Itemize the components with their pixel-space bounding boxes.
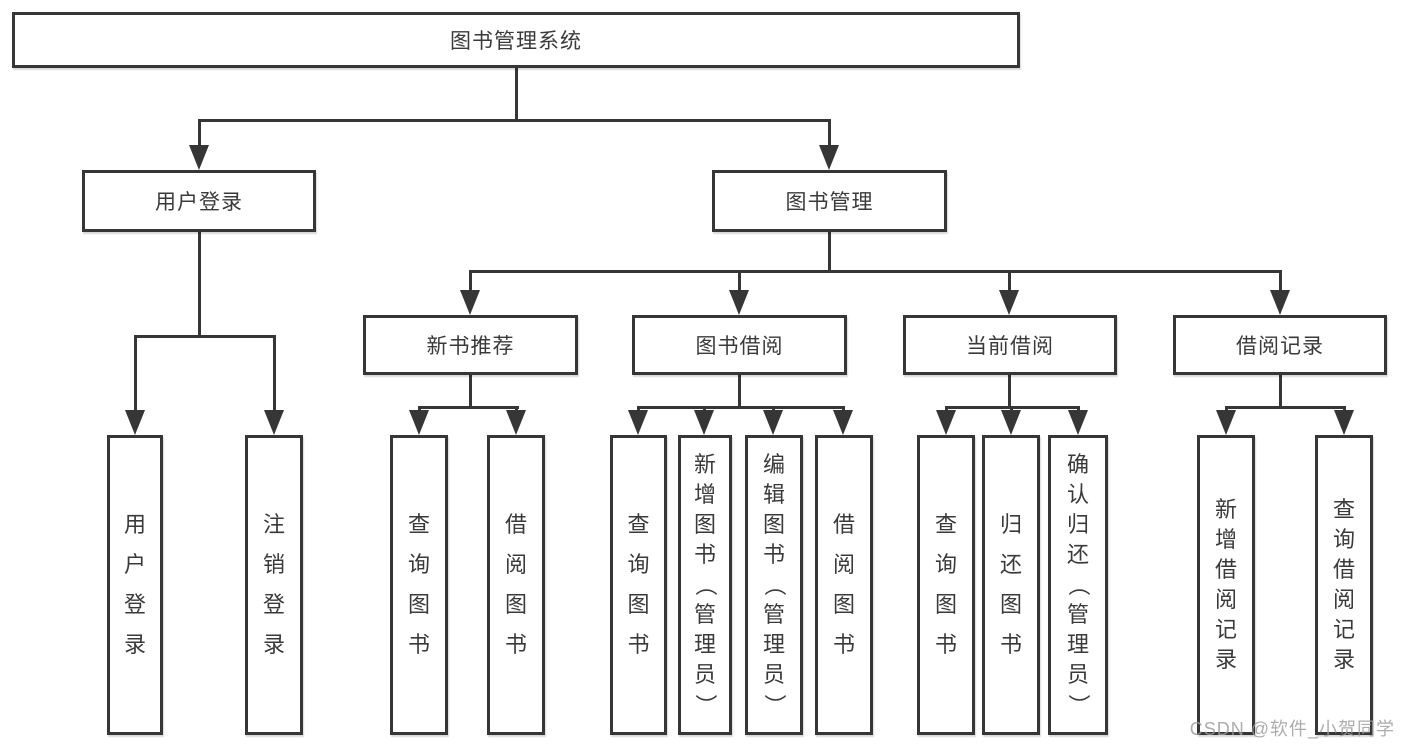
connector-drop-leaf-logout [273, 335, 276, 412]
leaf-borrow-books-recommend: 借阅图书 [487, 435, 545, 735]
connector-book-management-stem [828, 232, 831, 273]
arrow-book-borrowing [729, 290, 749, 315]
connector-book-borrowing-stem [738, 375, 741, 409]
node-new-book-recommendation: 新书推荐 [363, 315, 578, 375]
arrow-book-management [819, 145, 839, 170]
node-library-management-system: 图书管理系统 [12, 12, 1020, 68]
leaf-user-login: 用户登录 [107, 435, 163, 735]
arrow-current-borrowing [999, 290, 1019, 315]
connector-drop-leaf-login [134, 335, 137, 412]
arrow-leaf-logout [264, 410, 284, 435]
leaf-add-borrow-record: 新增借阅记录 [1197, 435, 1255, 735]
arrow-query-books-current [936, 410, 956, 435]
arrow-confirm-return-admin [1068, 410, 1088, 435]
arrow-add-books-admin [694, 410, 714, 435]
connector-user-login-stem [198, 232, 201, 338]
connector-root-stem [515, 68, 518, 121]
csdn-watermark: CSDN @软件_小贺同学 [1189, 719, 1395, 739]
connector-borrowing-records-rail [1225, 406, 1346, 409]
arrow-add-borrow-record [1216, 410, 1236, 435]
arrow-borrowing-records [1270, 290, 1290, 315]
leaf-return-books: 归还图书 [982, 435, 1040, 735]
arrow-query-borrow-record [1334, 410, 1354, 435]
arrow-borrow-books-recommend [506, 410, 526, 435]
leaf-query-books-recommend: 查询图书 [390, 435, 448, 735]
node-current-borrowing: 当前借阅 [903, 315, 1117, 375]
connector-drop-borrowing-records [1279, 270, 1282, 291]
connector-current-borrowing-stem [1008, 375, 1011, 409]
connector-book-borrowing-rail [637, 406, 845, 409]
connector-borrowing-records-stem [1279, 375, 1282, 409]
connector-root-rail [198, 119, 831, 122]
connector-drop-book-management [828, 119, 831, 147]
node-book-borrowing: 图书借阅 [632, 315, 847, 375]
leaf-add-books-admin: 新增图书（管理员） [678, 435, 732, 735]
node-book-management: 图书管理 [712, 170, 947, 232]
arrow-query-books-borrowing [628, 410, 648, 435]
leaf-query-borrow-record: 查询借阅记录 [1315, 435, 1373, 735]
connector-drop-user-login [198, 119, 201, 147]
arrow-borrow-books [833, 410, 853, 435]
arrow-new-book-recommendation [460, 290, 480, 315]
arrow-user-login [189, 145, 209, 170]
connector-drop-book-borrowing [738, 270, 741, 291]
connector-new-book-stem [469, 375, 472, 409]
arrow-return-books [1001, 410, 1021, 435]
connector-book-management-rail [469, 270, 1282, 273]
leaf-borrow-books: 借阅图书 [815, 435, 873, 735]
leaf-logout: 注销登录 [245, 435, 303, 735]
connector-new-book-rail [418, 406, 519, 409]
leaf-edit-books-admin: 编辑图书（管理员） [745, 435, 803, 735]
connector-drop-current-borrowing [1008, 270, 1011, 291]
node-user-login: 用户登录 [82, 170, 316, 232]
connector-user-login-rail [134, 335, 276, 338]
arrow-edit-books-admin [763, 410, 783, 435]
leaf-confirm-return-admin: 确认归还（管理员） [1048, 435, 1108, 735]
leaf-query-books-borrowing: 查询图书 [610, 435, 667, 735]
arrow-query-books-recommend [409, 410, 429, 435]
node-borrowing-records: 借阅记录 [1173, 315, 1387, 375]
arrow-leaf-login [125, 410, 145, 435]
connector-drop-new-book [469, 270, 472, 291]
leaf-query-books-current: 查询图书 [917, 435, 975, 735]
